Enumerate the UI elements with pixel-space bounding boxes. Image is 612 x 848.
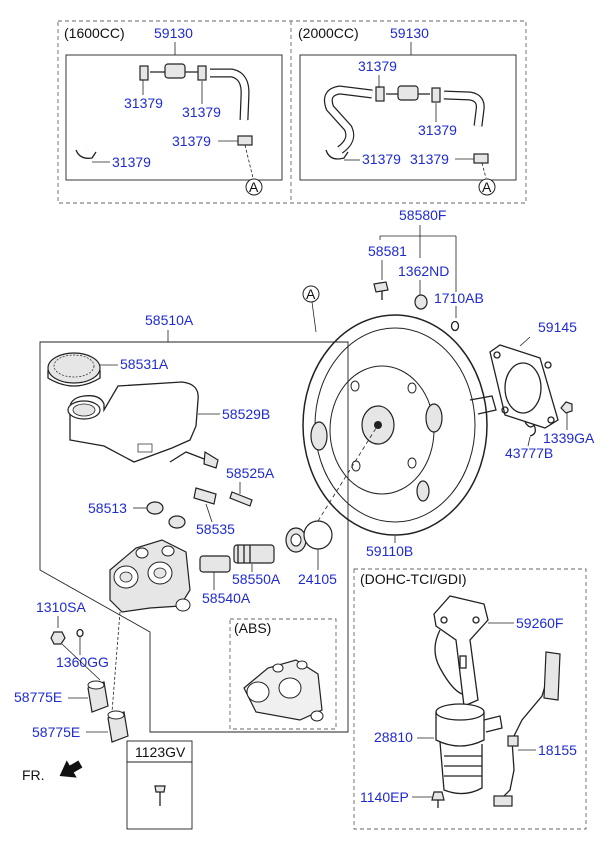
group-label-dohc: (DOHC-TCI/GDI) [360,571,467,587]
ref-marker-a-1600-label: A [249,179,259,195]
part-label-59145: 59145 [538,319,577,335]
part-label-1360gg: 1360GG [56,654,109,670]
front-direction-label: FR. [22,767,45,783]
group-label-2000cc: (2000CC) [298,25,359,41]
part-label-31379-a: 31379 [124,95,163,111]
seal-rings [285,520,333,553]
part-label-1339ga: 1339GA [543,430,595,446]
bolt-1123gv [154,785,166,806]
part-label-58550a: 58550A [232,571,281,587]
check-valve-parts [373,281,460,332]
hose-box-1600 [65,54,283,181]
piston-assembly [199,544,275,573]
pump-bracket [433,595,489,707]
part-label-31379-c: 31379 [172,133,211,149]
master-cylinder-body [109,539,191,613]
leader-ref-a-2000 [481,162,487,179]
part-label-59130-1600: 59130 [154,25,193,41]
part-label-58525a: 58525A [226,465,275,481]
vacuum-pump [435,703,503,795]
part-label-58513: 58513 [88,500,127,516]
piston-pin-58535 [193,487,217,505]
part-label-58775e-b: 58775E [32,724,80,740]
leader-assembly-2 [111,611,121,713]
part-label-1710ab: 1710AB [434,290,484,306]
part-label-31379-e: 31379 [358,58,397,74]
leader-43777b [527,436,531,447]
part-label-58540a: 58540A [202,590,251,606]
bolt-1140ep [431,791,445,808]
leader-58580f-bracket [379,225,457,292]
part-label-1123gv: 1123GV [135,744,186,760]
part-label-58529b: 58529B [222,406,270,422]
ref-marker-a-2000-label: A [482,179,492,195]
brake-booster [302,314,497,536]
leader-ref-a-booster [311,301,317,333]
ref-marker-a-1600 [245,178,263,196]
front-arrow-icon [59,760,83,778]
part-label-58775e-a: 58775E [14,689,62,705]
grommets-58513 [146,501,186,529]
plug-58775e-lower [107,710,129,743]
fluid-reservoir [67,381,219,469]
part-label-59130-2000: 59130 [390,25,429,41]
part-label-58581: 58581 [368,243,407,259]
hose-box-2000 [299,54,517,181]
part-label-59260f: 59260F [516,615,563,631]
part-label-58531a: 58531A [120,356,169,372]
part-label-58510a: 58510A [145,312,194,328]
nut-1310sa [50,631,66,645]
part-label-1310sa: 1310SA [36,599,86,615]
leader-59145 [519,336,531,347]
part-label-31379-f: 31379 [418,122,457,138]
part-label-1362nd: 1362ND [398,263,449,279]
part-label-31379-d: 31379 [112,154,151,170]
part-label-58580f: 58580F [399,207,446,223]
part-label-31379-h: 31379 [410,151,449,167]
leader-ref-a-1600 [244,144,254,179]
part-label-31379-g: 31379 [362,151,401,167]
part-label-31379-b: 31379 [182,104,221,120]
plug-58775e-upper [87,680,109,713]
bolt-1123gv-box [126,740,193,830]
dohc-variant-frame [353,568,587,830]
nut-1339ga [560,401,573,414]
washer-1360gg [76,628,84,638]
part-label-59110b: 59110B [366,543,413,559]
part-label-28810: 28810 [374,729,413,745]
reservoir-cap [47,352,101,387]
part-label-58535: 58535 [196,521,235,537]
ref-marker-a-booster-label: A [306,286,316,302]
leader-assembly-1 [61,643,101,681]
group-label-abs: (ABS) [234,620,271,636]
group-label-1600cc: (1600CC) [64,25,125,41]
part-label-1140ep: 1140EP [360,789,409,805]
vacuum-hose-1600 [75,63,253,159]
vacuum-hose-2000 [323,85,489,164]
sensor-58525a [229,491,253,507]
ref-marker-a-booster [302,285,320,303]
part-label-24105: 24105 [298,571,337,587]
part-label-43777b: 43777B [505,445,553,461]
abs-variant-frame [229,618,337,730]
hose-group-frame [57,20,527,204]
ref-marker-a-2000 [478,178,496,196]
leader-58535 [205,503,213,523]
part-label-18155: 18155 [538,742,577,758]
master-cylinder-frame [39,341,349,733]
wiring-harness [493,651,561,807]
leader-axis-booster [317,424,379,522]
booster-gasket [489,344,559,429]
abs-master-cylinder [243,659,324,722]
clip-43777b [524,421,536,437]
